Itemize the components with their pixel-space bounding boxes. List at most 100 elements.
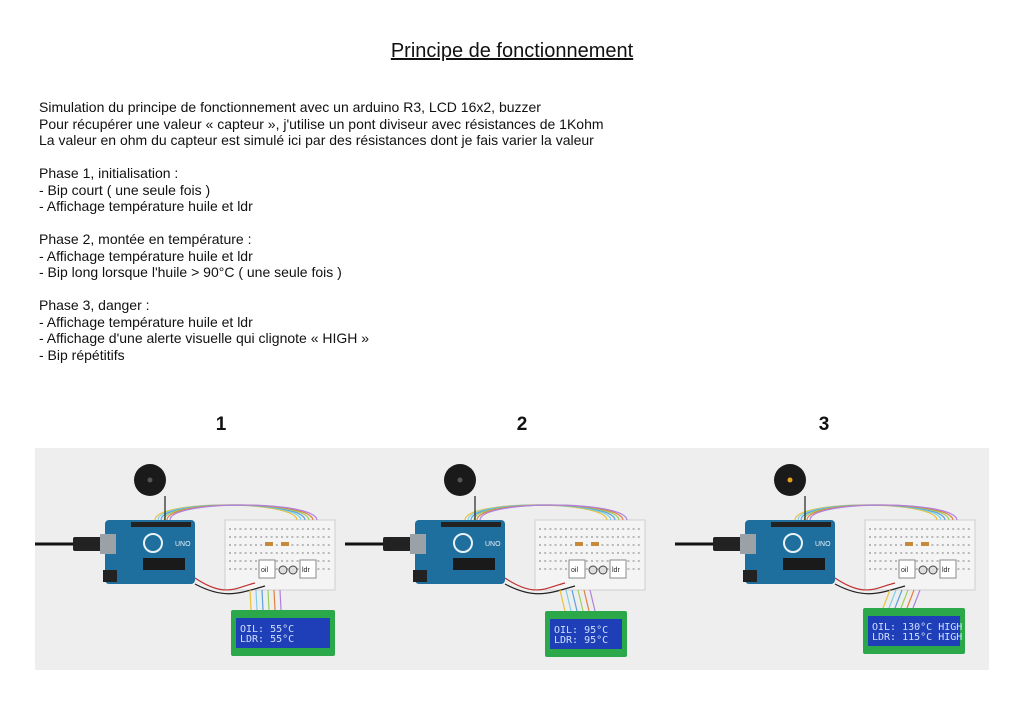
usb-plug-icon [383,537,413,551]
usb-port [740,534,756,554]
resistor [575,542,583,546]
power-jack [413,570,427,582]
buzzer-center [457,477,463,483]
phase-item: - Affichage température huile et ldr [39,198,253,214]
ldr-sensor-box [939,559,957,579]
wire [261,589,264,611]
potentiometer-icon [598,565,608,575]
wire [565,589,572,612]
resistor [921,542,929,546]
lcd-screen [236,618,330,648]
potentiometer-icon [588,565,598,575]
breadboard [224,519,336,591]
panel-number: 3 [818,414,830,435]
intro-line: Pour récupérer une valeur « capteur », j… [39,115,604,132]
wire [571,589,578,612]
wire [834,583,906,595]
lcd-line-1: OIL: 130°C HIGH [872,622,962,633]
panel-number: 1 [215,414,227,435]
phase-heading: Phase 1, initialisation : [39,165,179,181]
ldr-sensor-label: ldr [612,567,620,574]
intro-line: La valeur en ohm du capteur est simulé i… [39,132,594,148]
header-pins [131,522,191,527]
phase-item: - Bip long lorsque l'huile > 90°C ( une … [39,264,342,280]
wire [906,589,915,609]
intro-line: Simulation du principe de fonctionnement… [39,99,541,115]
lcd-line-1: OIL: 95°C [554,625,608,636]
circuit-panel: UNO oil ldr [675,464,976,609]
wire [589,589,596,612]
wire [194,583,266,595]
resistor [281,542,289,546]
resistor [591,542,599,546]
wire [479,504,628,521]
oil-sensor-label: oil [571,567,578,574]
potentiometer-icon [278,565,288,575]
microcontroller-chip [453,558,495,570]
panel-number: 2 [516,414,528,435]
potentiometer-icon [288,565,298,575]
phase-heading: Phase 3, danger : [39,297,150,313]
phase-item: - Bip court ( une seule fois ) [39,181,211,198]
ldr-sensor-label: ldr [302,567,310,574]
wire [583,589,590,612]
lcd-screen [550,619,622,649]
oil-sensor-box [898,559,916,579]
usb-port [100,534,116,554]
wire [809,504,958,521]
lcd-line-1: OIL: 55°C [240,624,294,635]
wire [279,589,282,611]
page-title: Principe de fonctionnement [390,40,634,62]
board-label: UNO [175,541,191,548]
arduino-logo-icon [453,533,473,553]
resistor [265,542,273,546]
lcd-line-2: LDR: 95°C [554,635,608,646]
wire [504,583,576,595]
wire [882,589,891,609]
buzzer-center [147,477,153,483]
board-label: UNO [815,541,831,548]
header-pins [441,522,501,527]
wire [577,589,584,612]
wire [169,504,318,521]
wire [912,589,921,609]
arduino-logo-icon [143,533,163,553]
power-jack [743,570,757,582]
wire [267,589,270,611]
ldr-sensor-box [299,559,317,579]
phase-item: - Affichage d'une alerte visuelle qui cl… [39,330,370,346]
wire [834,577,896,591]
resistor [905,542,913,546]
microcontroller-chip [143,558,185,570]
wire [559,589,566,612]
buzzer-center [787,477,793,483]
potentiometer-icon [928,565,938,575]
wire [194,577,256,591]
oil-sensor-box [258,559,276,579]
circuit-panel: UNO oil ldr [345,464,646,612]
phase-item: - Affichage température huile et ldr [39,313,253,330]
usb-plug-icon [713,537,743,551]
arduino-logo-icon [783,533,803,553]
phase-heading: Phase 2, montée en température : [39,231,252,247]
potentiometer-icon [918,565,928,575]
usb-plug-icon [73,537,103,551]
oil-sensor-label: oil [261,567,268,574]
ldr-sensor-label: ldr [942,567,950,574]
phase-item: - Bip répétitifs [39,346,125,363]
power-jack [103,570,117,582]
usb-port [410,534,426,554]
oil-sensor-box [568,559,586,579]
board-label: UNO [485,541,501,548]
phase-item: - Affichage température huile et ldr [39,247,253,264]
microcontroller-chip [783,558,825,570]
wire [273,589,276,611]
header-pins [771,522,831,527]
lcd-line-2: LDR: 55°C [240,634,294,645]
circuit-panel: UNO oil ldr [35,464,336,611]
lcd-screen [868,616,960,646]
oil-sensor-label: oil [901,567,908,574]
wire [888,589,897,609]
